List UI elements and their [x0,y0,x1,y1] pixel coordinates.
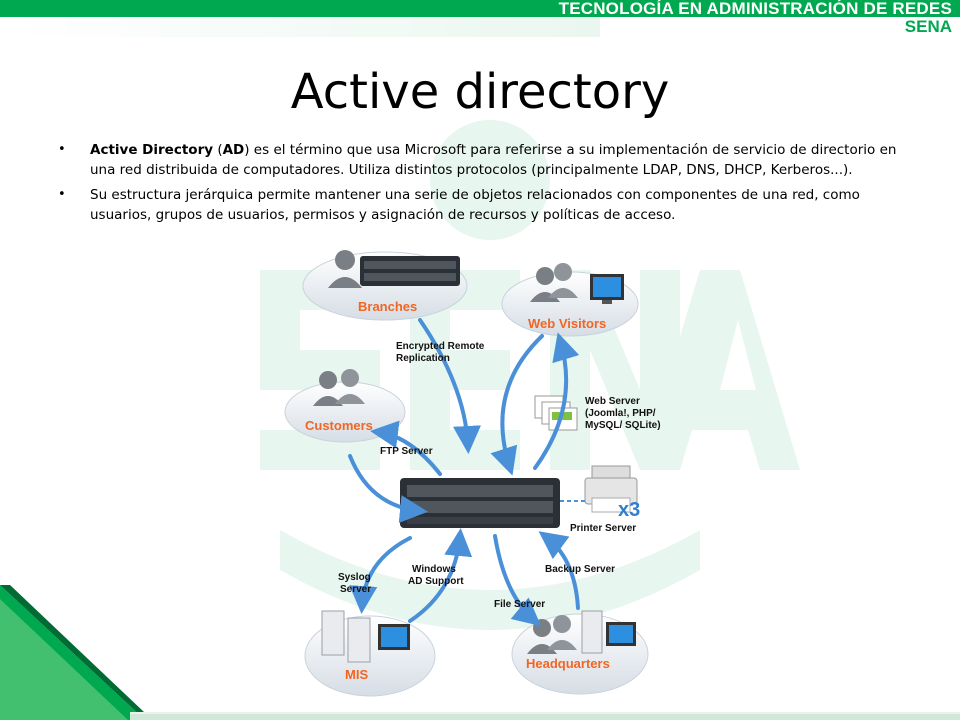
term-active-directory: Active Directory [90,142,214,158]
web-visitors-label: Web Visitors [528,316,606,331]
footer-line-light [130,712,960,714]
network-diagram: Branches Web Visitors Customers x3 Print… [284,250,661,697]
bullet-list: • Active Directory (AD) es el término qu… [58,140,908,230]
windows-ad-label-line1: Windows [412,564,456,575]
branches-label: Branches [358,299,417,314]
header-strip [0,17,600,37]
printer-count: x3 [618,499,640,521]
web-server-label-line3: MySQL/ SQLite) [585,420,661,431]
web-pages-icon [534,395,578,431]
backup-server-arrow [538,531,580,610]
header-bar [0,0,960,17]
corner-decoration [0,585,145,720]
printer-icon [584,465,638,513]
syslog-label-line1: Syslog [338,572,371,583]
printer-server-label: Printer Server [570,523,636,534]
rack-server-icon [360,256,460,286]
file-server-label: File Server [494,599,545,610]
replication-label-line1: Encrypted Remote [396,341,485,352]
person-icon [328,250,362,288]
ftp-arrow [348,454,428,523]
bullet-item: • Su estructura jerárquica permite mante… [58,185,908,225]
syslog-arrow [349,536,412,614]
tower-server-icon [321,610,371,663]
monitor-icon [378,624,410,650]
web-server-arrow-in [490,334,544,476]
customers-label: Customers [305,418,373,433]
bullet-item: • Active Directory (AD) es el término qu… [58,140,908,180]
term-ad: AD [222,142,245,158]
mis-label: MIS [345,667,368,682]
program-title: TECNOLOGÍA EN ADMINISTRACIÓN DE REDES [558,0,952,18]
tower-server-icon [581,610,603,654]
headquarters-label: Headquarters [526,656,610,671]
backup-server-label: Backup Server [545,564,615,575]
footer-line [130,714,960,720]
slide-title: Active directory [290,64,670,120]
replication-label-line2: Replication [396,353,450,364]
bullet-glyph: • [58,142,66,157]
web-server-label-line2: (Joomla!, PHP/ [585,408,656,419]
bullet-text: ( [213,142,223,158]
nas-server-icon [400,478,560,528]
bullet-text: Su estructura jerárquica permite mantene… [90,187,860,223]
windows-ad-label-line2: AD Support [408,576,464,587]
ftp-server-label: FTP Server [380,446,433,457]
ftp-arrow-return [370,420,442,476]
monitor-icon [606,622,636,646]
people-icon [530,263,578,302]
monitor-icon [590,274,624,304]
file-server-arrow [493,534,542,627]
syslog-label-line2: Server [340,584,371,595]
web-server-label-line1: Web Server [585,396,640,407]
bullet-glyph: • [58,187,66,202]
people-icon [313,369,365,406]
bullet-text: ) es el término que usa Microsoft para r… [90,142,897,178]
people-icon [527,615,577,654]
replication-arrow [418,318,481,454]
web-server-arrow-out [533,332,580,470]
institution-name: SENA [904,17,952,36]
windows-ad-arrow [408,528,473,623]
